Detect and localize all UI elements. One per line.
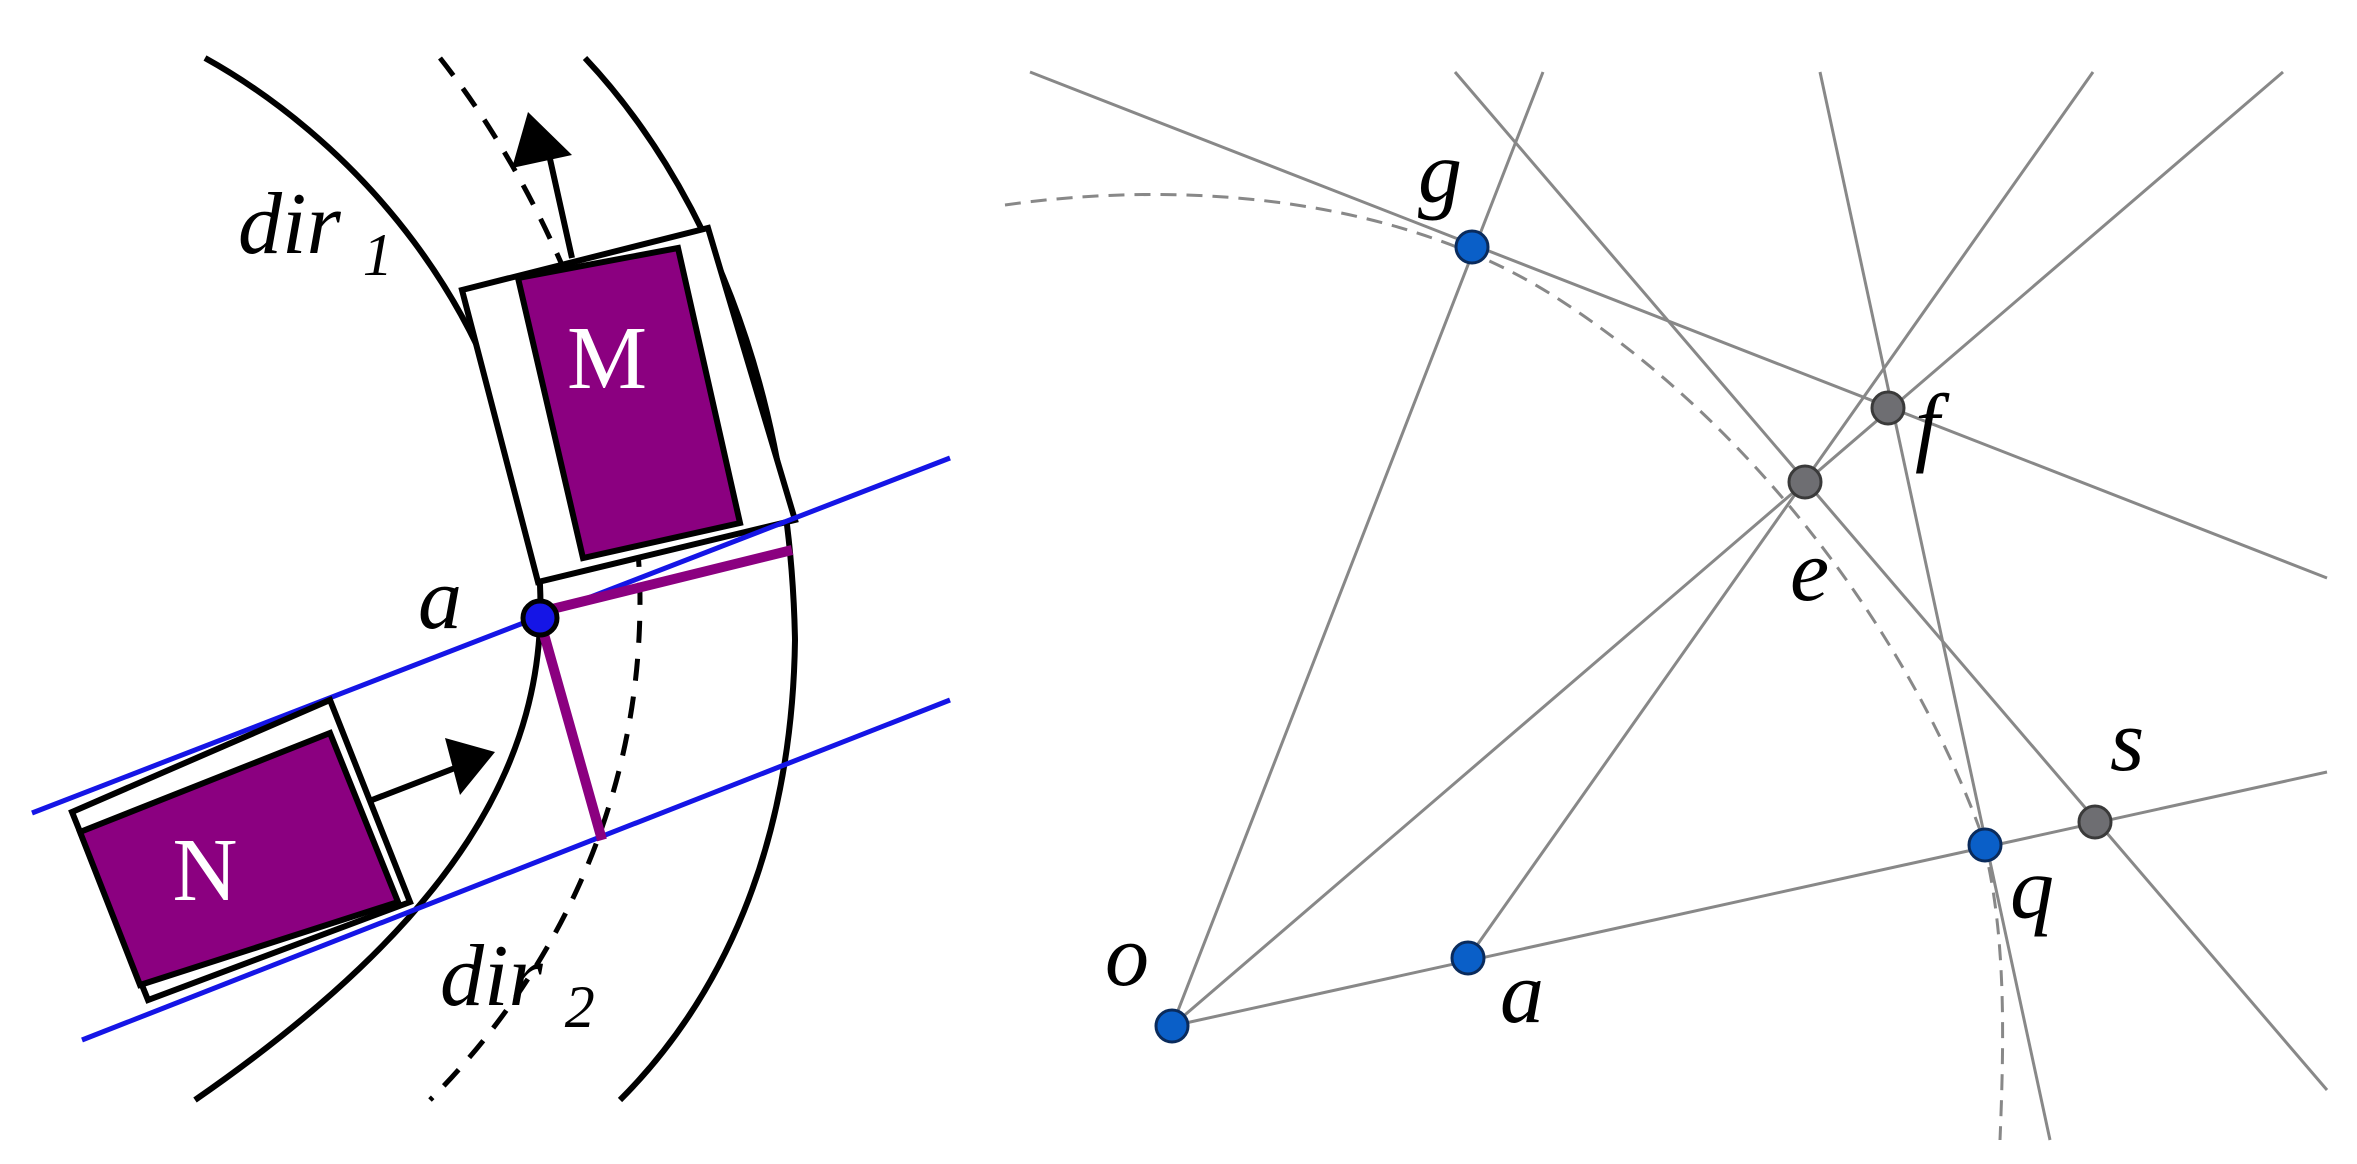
dir1-label: dir 1 bbox=[238, 176, 393, 288]
line-e-s bbox=[1453, 71, 2329, 1091]
left-panel: M dir 1 N dir 2 a bbox=[31, 55, 951, 1103]
block-n bbox=[76, 729, 402, 989]
label-o: o bbox=[1105, 908, 1149, 1005]
point-q bbox=[1967, 827, 2003, 863]
dir2-label: dir 2 bbox=[440, 928, 595, 1040]
point-o bbox=[1154, 1008, 1190, 1044]
line-o-g bbox=[1170, 71, 1545, 1027]
label-g: g bbox=[1418, 125, 1462, 222]
outer-curve-arc bbox=[582, 55, 799, 1103]
dir2-arrowhead bbox=[445, 738, 495, 795]
dir1-arrow-shaft bbox=[545, 149, 575, 259]
purple-link-upper bbox=[538, 545, 794, 617]
dir2-arrow-shaft bbox=[370, 765, 457, 803]
point-a-right bbox=[1450, 940, 1486, 976]
point-s bbox=[2077, 804, 2113, 840]
right-panel: g f e s q o a bbox=[1004, 70, 2329, 1141]
label-s: s bbox=[2110, 693, 2144, 790]
point-g bbox=[1454, 229, 1490, 265]
blue-line-lower bbox=[81, 697, 951, 1043]
block-m bbox=[514, 244, 744, 562]
point-a-left-label: a bbox=[418, 551, 462, 648]
label-e: e bbox=[1790, 523, 1829, 620]
blue-line-upper bbox=[31, 455, 951, 816]
dashed-circle-arc bbox=[1004, 193, 2005, 1141]
line-o-f bbox=[1171, 70, 2284, 1028]
line-f-q bbox=[1818, 71, 2052, 1141]
label-f: f bbox=[1915, 378, 1950, 475]
block-n-label: N bbox=[173, 821, 238, 920]
point-f bbox=[1870, 390, 1906, 426]
label-a-right: a bbox=[1500, 945, 1544, 1042]
dir1-arrowhead bbox=[512, 112, 572, 168]
dashed-center-arc bbox=[428, 56, 643, 1102]
line-g-f bbox=[1029, 70, 2328, 580]
label-q: q bbox=[2010, 841, 2054, 938]
block-m-label: M bbox=[567, 309, 647, 408]
line-a-e bbox=[1466, 71, 2095, 959]
line-o-s bbox=[1171, 770, 2328, 1028]
purple-link-lower bbox=[535, 618, 607, 842]
point-a-left bbox=[520, 598, 560, 638]
inner-curve-arc bbox=[193, 55, 544, 1103]
point-e bbox=[1787, 464, 1823, 500]
